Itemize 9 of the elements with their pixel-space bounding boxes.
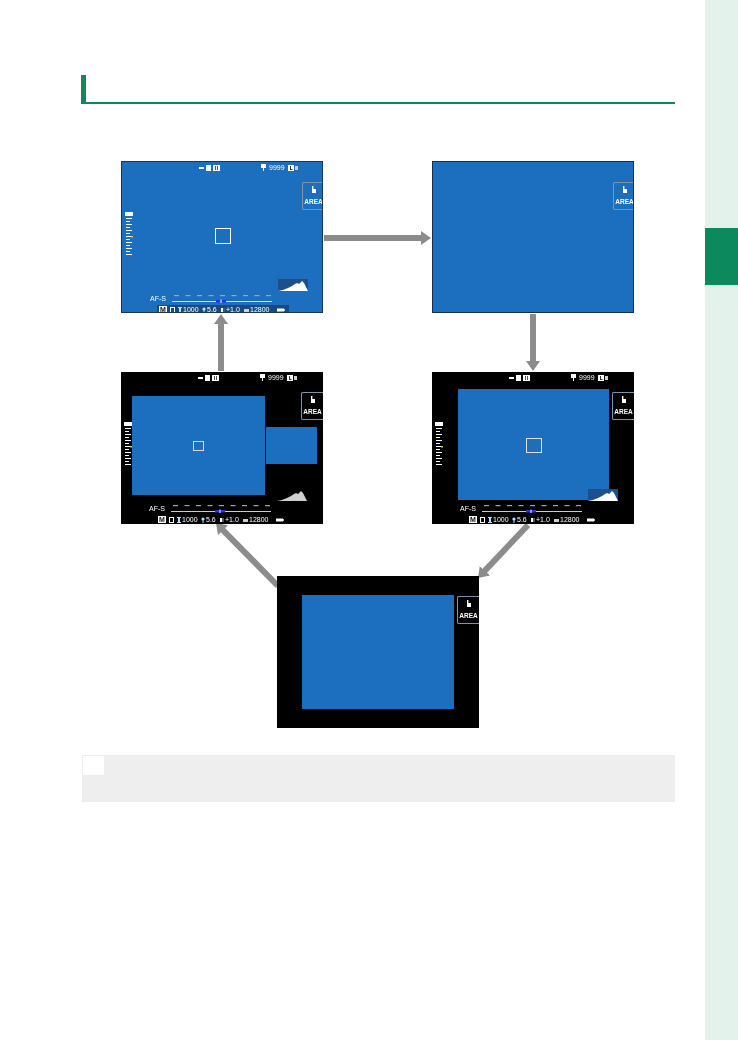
camera-screen bbox=[432, 161, 634, 313]
camera-screen bbox=[432, 372, 634, 524]
flow-arrow bbox=[478, 522, 531, 578]
camera-screen bbox=[121, 372, 323, 524]
camera-screen bbox=[121, 161, 323, 313]
flow-arrow bbox=[526, 314, 540, 371]
camera-screen bbox=[277, 576, 479, 728]
flow-arrow bbox=[214, 314, 228, 371]
flow-arrow bbox=[324, 231, 431, 245]
